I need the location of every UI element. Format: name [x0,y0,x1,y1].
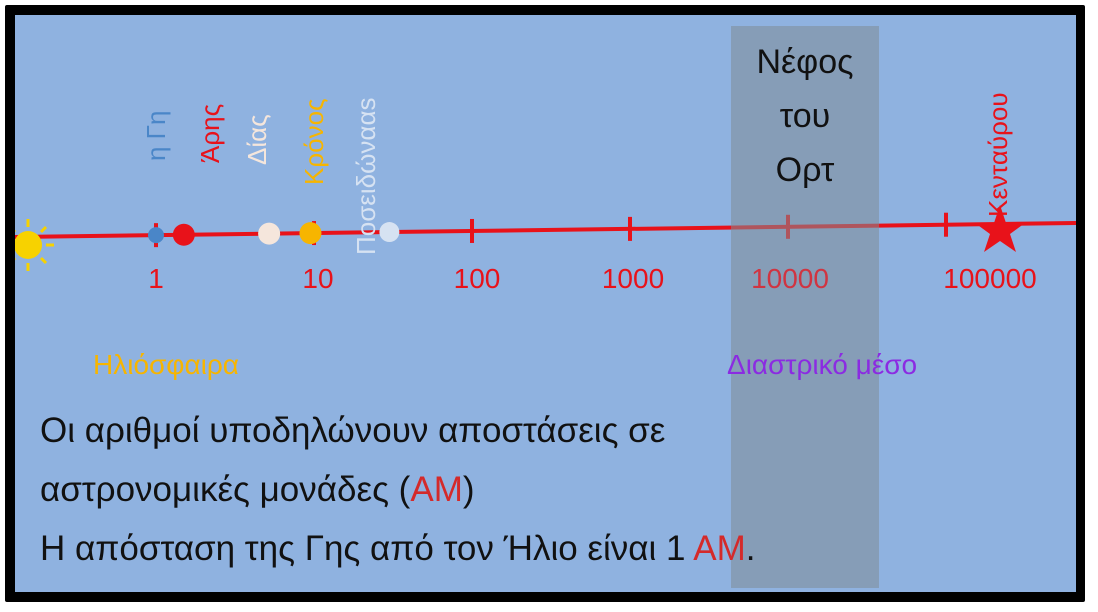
neptune-label: Ποσειδώνααs [351,97,381,256]
oort-line-2: του [779,97,831,135]
saturn-dot [299,222,322,245]
jupiter-label: Δίας [242,114,272,165]
caption-line-2: αστρονομικές μονάδες (ΑΜ) [40,460,756,519]
tick-label-1000: 1000 [601,263,665,294]
star-label: Κενταύρου [983,92,1013,217]
caption-line-3-text: Η απόσταση της Γης από τον Ήλιο είναι 1 [40,529,694,568]
sun-icon [15,219,54,271]
earth-label: η Γη [141,110,171,161]
scale-axis-svg [15,205,1076,271]
neptune-dot [379,222,400,243]
oort-cloud-label: Νέφος του Ορτ [731,35,879,197]
caption: Οι αριθμοί υποδηλώνουν αποστάσεις σε αστ… [40,401,756,578]
planet-dots [148,222,400,246]
caption-line-1-text: Οι αριθμοί υποδηλώνουν αποστάσεις σε [40,411,666,450]
tick-label-1: 1 [148,263,164,294]
caption-unit-am-2: ΑΜ [693,529,746,568]
oort-cloud-band [731,26,879,588]
diagram-panel: Νέφος του Ορτ 1 10 100 1000 10000 100000… [15,15,1076,592]
tick-label-10: 10 [302,263,334,294]
tick-label-10000: 10000 [751,263,829,294]
mars-label: Άρης [195,103,225,163]
caption-line-3-end: . [745,529,756,568]
tick-label-100000: 100000 [943,263,1037,294]
interstellar-label: Διαστρικό μέσο [727,349,918,380]
caption-unit-am: ΑΜ [410,470,463,509]
mars-dot [172,223,195,246]
oort-line-3: Ορτ [775,151,835,189]
caption-line-1: Οι αριθμοί υποδηλώνουν αποστάσεις σε [40,401,756,460]
oort-line-1: Νέφος [756,43,854,81]
caption-line-3: Η απόσταση της Γης από τον Ήλιο είναι 1 … [40,519,756,578]
heliosphere-label: Ηλιόσφαιρα [93,349,239,380]
tick-label-100: 100 [453,263,501,294]
caption-line-2-text: αστρονομικές μονάδες ( [40,470,411,509]
saturn-label: Κρόνος [299,98,329,185]
earth-dot [148,227,164,244]
star-icon [975,205,1025,252]
caption-line-2-end: ) [462,470,475,509]
jupiter-dot [258,222,281,245]
